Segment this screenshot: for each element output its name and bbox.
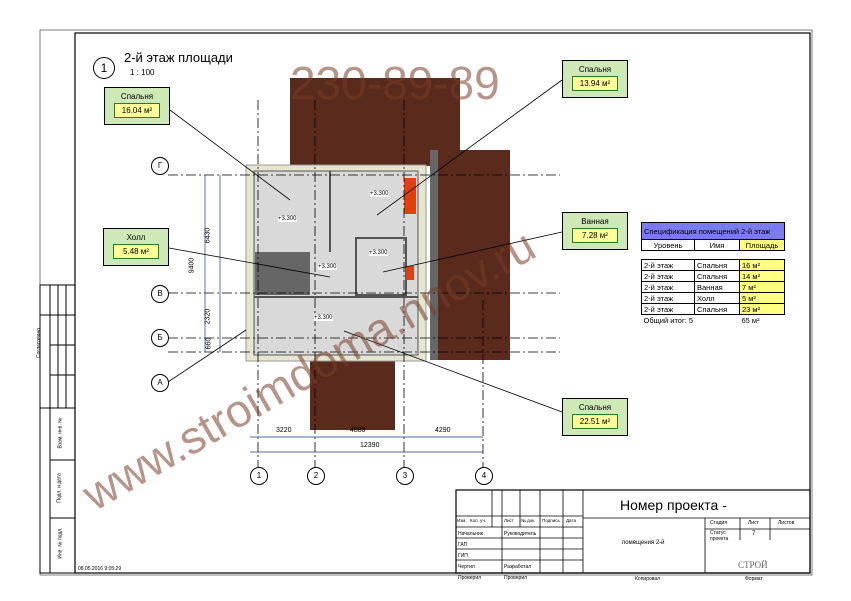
room-name: Спальня [120, 92, 154, 101]
side-label: Инв. № подл. [57, 527, 64, 559]
room-area: 16.04 м² [114, 103, 160, 118]
room-tag[interactable]: Холл 5.48 м² [103, 228, 169, 266]
grid-axis-row: В [151, 285, 169, 303]
room-tag[interactable]: Спальня 16.04 м² [104, 87, 170, 125]
project-number: Номер проекта - [620, 497, 727, 513]
dimension: 660 [205, 337, 213, 350]
column-header: Площадь [739, 239, 785, 251]
stamp-col: Кол. уч. [470, 518, 486, 523]
side-label: Подп. и дата [56, 473, 63, 503]
room-name: Спальня [578, 403, 612, 412]
sheet-label: Лист [748, 520, 759, 526]
roof-bottom [310, 358, 395, 430]
room-tag[interactable]: Спальня 22.51 м² [562, 398, 628, 436]
sheets-label: Листов [778, 520, 795, 526]
dimension: 3220 [276, 427, 292, 434]
grid-axis-col: 1 [250, 467, 268, 485]
stage-label: Стадия [710, 520, 728, 526]
dimension: 4880 [350, 427, 366, 434]
room-area: 13.94 м² [572, 76, 618, 91]
grid-axis-col: 2 [307, 467, 325, 485]
grid-axis-row: А [151, 374, 169, 392]
stamp-col: Лист [504, 518, 514, 523]
stamp-col: Подпись [542, 518, 560, 523]
side-label: Согласовано [36, 327, 43, 359]
level-mark: +3.300 [278, 216, 297, 222]
timestamp: 08.05.2016 9:05:29 [78, 566, 122, 572]
grid-axis-row: Б [151, 329, 169, 347]
sheet-number: 7 [752, 531, 756, 537]
stamp-col: Изм. [457, 518, 467, 523]
watermark-phone: 230-89-89 [290, 57, 500, 109]
dimension: 6430 [204, 227, 212, 244]
sheet-name: помещения 2-й [622, 540, 665, 546]
grid-axis-row: Г [151, 157, 169, 175]
company-logo: СТРОЙ [738, 560, 768, 570]
room-name: Холл [126, 233, 146, 242]
stamp-col: Дата [566, 518, 576, 523]
level-mark: +3.300 [369, 250, 388, 256]
room-name: Спальня [578, 65, 612, 74]
view-scale: 1 : 100 [130, 68, 155, 77]
dimension: 4290 [435, 427, 451, 434]
schedule-title: Спецификация помещений 2-й этаж [641, 222, 785, 240]
dimension-total: 12390 [360, 442, 380, 449]
side-label: Взам. инв. № [57, 417, 64, 449]
grid-axis-col: 4 [475, 467, 493, 485]
stamp-col: № док. [521, 518, 536, 523]
view-number: 1 [93, 57, 115, 79]
status-label: Статус проекта [710, 530, 729, 542]
copied-label: Копировал [635, 576, 661, 582]
room-tag[interactable]: Ванная 7.28 м² [562, 212, 628, 250]
column-header: Уровень [641, 239, 695, 251]
room-tag[interactable]: Спальня 13.94 м² [562, 60, 628, 98]
dimension: 2320 [204, 308, 212, 325]
grid-axis-col: 3 [396, 467, 414, 485]
level-mark: +3.300 [318, 264, 337, 270]
level-mark: +3.300 [314, 315, 333, 321]
column-header: Имя [694, 239, 740, 251]
format-label: Формат [745, 576, 763, 582]
roof-right [430, 150, 510, 360]
room-area: 22.51 м² [572, 414, 618, 429]
room-area: 5.48 м² [113, 244, 159, 259]
view-title: 2-й этаж площади [124, 50, 233, 65]
room-name: Ванная [581, 217, 609, 226]
dimension-total: 9400 [188, 257, 196, 274]
level-mark: +3.300 [370, 191, 389, 197]
room-area: 7.28 м² [572, 228, 618, 243]
